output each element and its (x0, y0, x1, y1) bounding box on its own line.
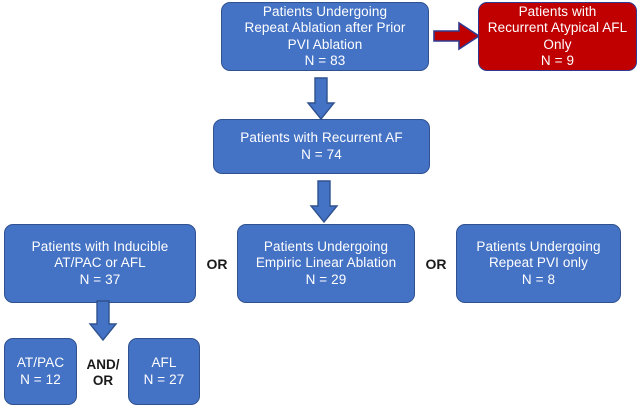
node-at-pac: AT/PAC N = 12 (4, 338, 77, 405)
node-inducible-at-pac-or-afl: Patients with Inducible AT/PAC or AFL N … (4, 224, 196, 303)
node-empiric-linear-ablation: Patients Undergoing Empiric Linear Ablat… (237, 224, 415, 303)
node-recurrent-af-label: Patients with Recurrent AF N = 74 (240, 130, 403, 162)
arrow-down-root-to-recurrent-af (306, 77, 336, 121)
connector-label-or-left: OR (198, 250, 236, 278)
node-inducible-at-pac-or-afl-label: Patients with Inducible AT/PAC or AFL N … (31, 238, 169, 287)
arrow-down-inducible-to-subtypes (88, 300, 118, 342)
node-repeat-ablation-root: Patients Undergoing Repeat Ablation afte… (221, 2, 429, 71)
node-at-pac-label: AT/PAC N = 12 (16, 355, 65, 387)
connector-label-or-left-text: OR (206, 255, 228, 272)
node-empiric-linear-ablation-label: Patients Undergoing Empiric Linear Ablat… (255, 238, 397, 287)
node-recurrent-atypical-afl: Patients with Recurrent Atypical AFL Onl… (478, 2, 637, 71)
node-recurrent-atypical-afl-label: Patients with Recurrent Atypical AFL Onl… (487, 3, 628, 68)
node-recurrent-af: Patients with Recurrent AF N = 74 (213, 119, 430, 174)
connector-label-or-right-text: OR (425, 255, 447, 272)
arrow-right-red (433, 21, 481, 51)
node-repeat-pvi-only: Patients Undergoing Repeat PVI only N = … (456, 224, 621, 303)
connector-label-or-right: OR (417, 250, 455, 278)
connector-label-and-or: AND/ OR (79, 354, 127, 392)
node-afl-label: AFL N = 27 (143, 355, 185, 387)
node-repeat-ablation-root-label: Patients Undergoing Repeat Ablation afte… (244, 3, 406, 68)
connector-label-and-or-text: AND/ OR (86, 356, 120, 388)
node-afl: AFL N = 27 (128, 338, 200, 405)
arrow-down-recurrent-af-to-empiric (309, 180, 339, 224)
node-repeat-pvi-only-label: Patients Undergoing Repeat PVI only N = … (476, 238, 601, 287)
